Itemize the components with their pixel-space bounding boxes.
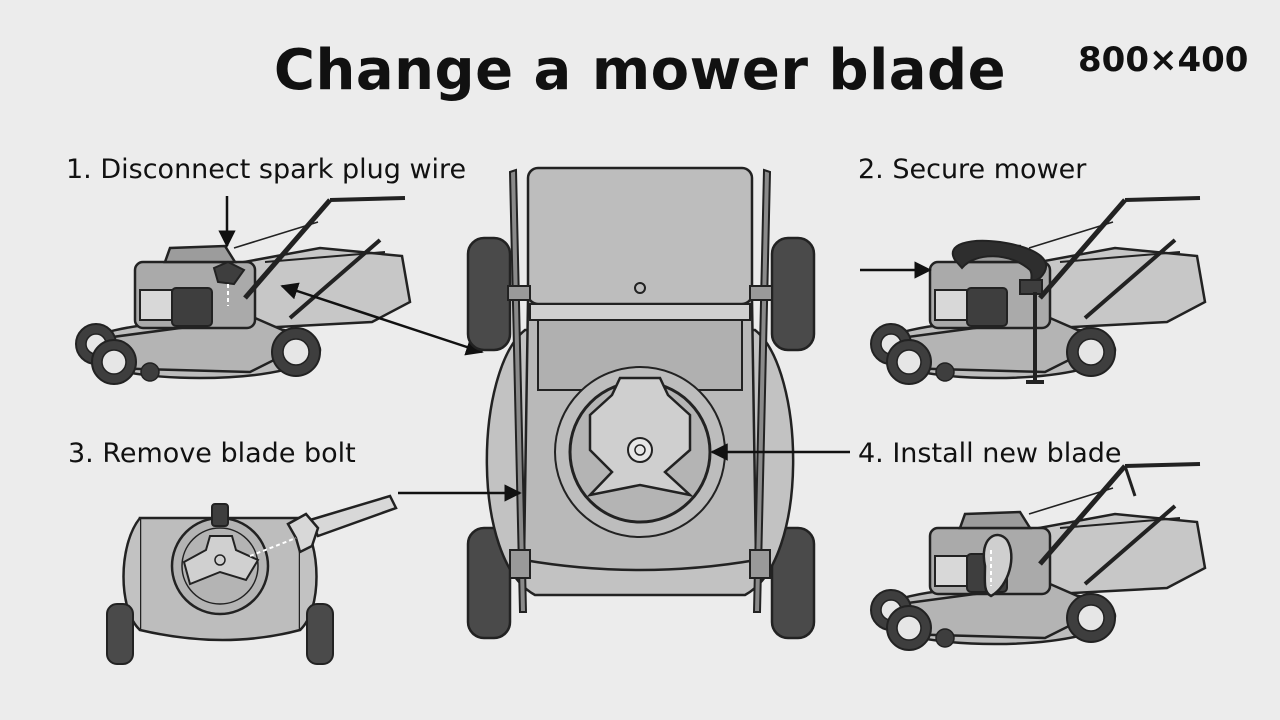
step-label-1: 1. Disconnect spark plug wire <box>66 154 467 185</box>
page-title: Change a mower blade <box>273 38 1007 103</box>
deck-underside-wrench-icon <box>106 494 398 665</box>
mower-new-blade-icon <box>871 464 1205 650</box>
mower-top-view-icon <box>466 166 816 640</box>
step-label-3: 3. Remove blade bolt <box>68 438 356 469</box>
mower-with-clamp-icon <box>871 198 1205 384</box>
dimension-label: 800×400 <box>1078 40 1249 80</box>
arrow-step1-to-center <box>280 282 484 356</box>
step-label-2: 2. Secure mower <box>858 154 1087 185</box>
step-label-4: 4. Install new blade <box>858 438 1122 469</box>
mower-side-view-icon <box>76 198 410 384</box>
